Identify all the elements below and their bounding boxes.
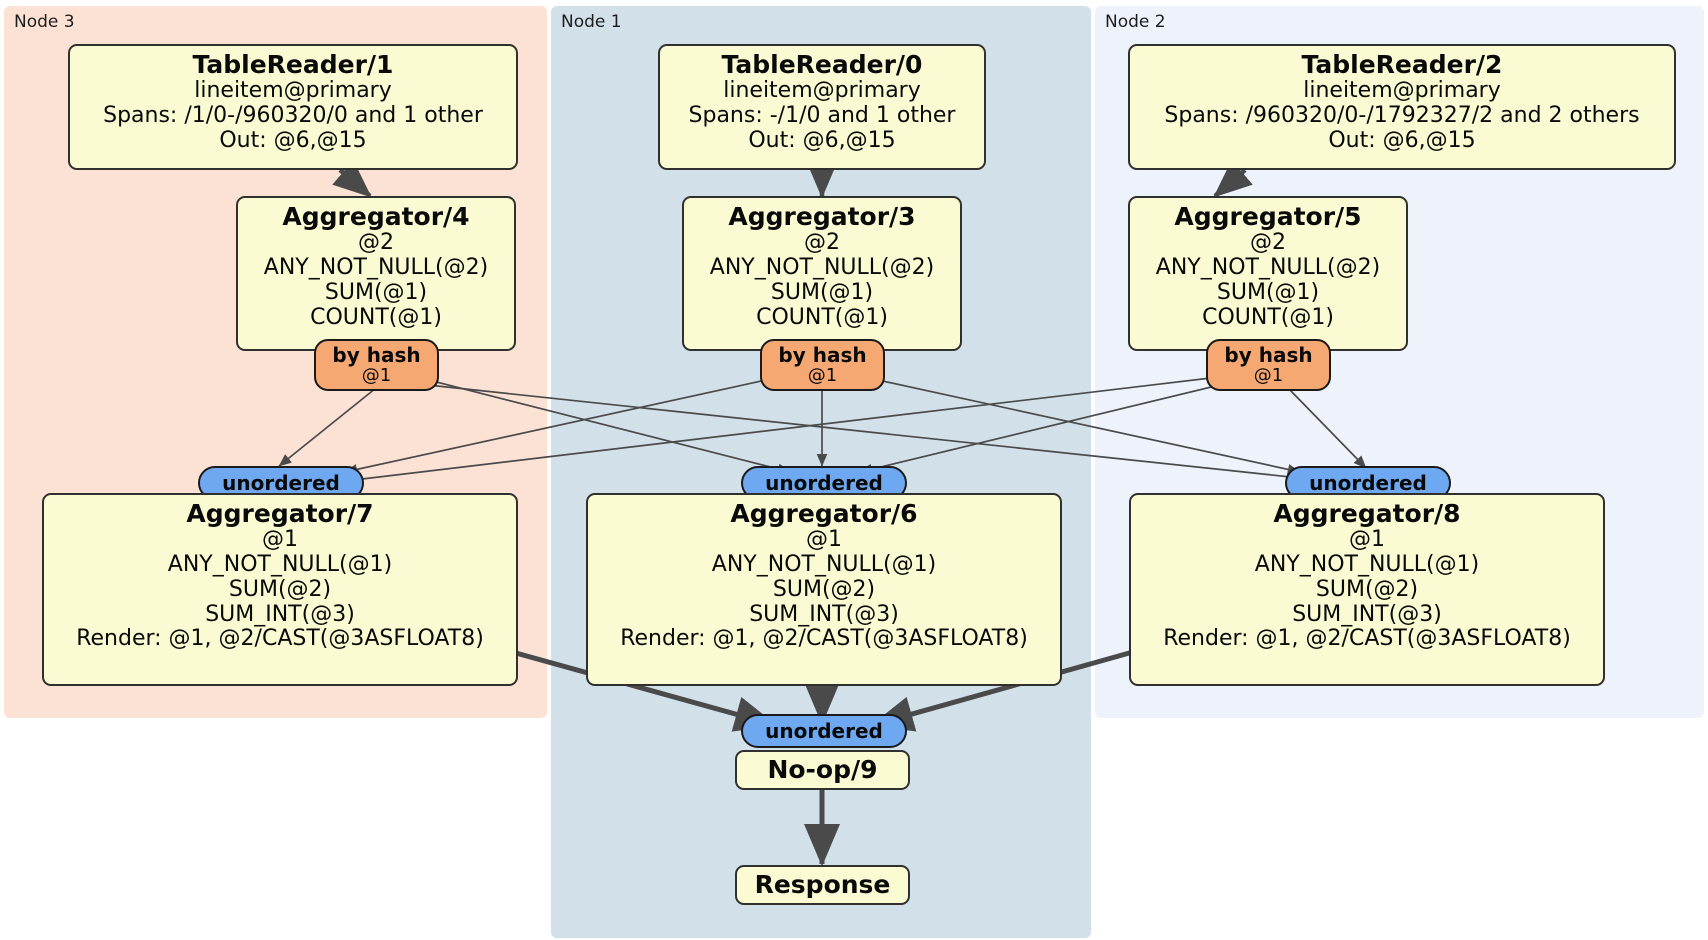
box-line: SUM(@2) [1315,576,1419,602]
box-title: Aggregator/7 [186,499,374,528]
box-line: SUM_INT(@3) [749,601,899,627]
router-label: by hash [332,342,421,367]
box-line: SUM_INT(@3) [1292,601,1442,627]
synchronizer-label: unordered [1309,471,1427,495]
synchronizer-label: unordered [765,471,883,495]
processor-aggregator-7[interactable]: Aggregator/7 @1 ANY_NOT_NULL(@1) SUM(@2)… [42,493,518,686]
router-column: @1 [807,364,838,386]
box-line: SUM(@1) [770,279,874,305]
box-line: ANY_NOT_NULL(@2) [709,254,935,280]
node-panel-label-node3: Node 3 [14,12,75,32]
processor-table-reader-1[interactable]: TableReader/1 lineitem@primary Spans: /1… [68,44,518,170]
box-line: @1 [1349,527,1385,552]
processor-aggregator-4[interactable]: Aggregator/4 @2 ANY_NOT_NULL(@2) SUM(@1)… [236,196,516,351]
box-line: lineitem@primary [1303,78,1501,103]
box-title: Aggregator/3 [728,202,916,231]
box-line: lineitem@primary [194,78,392,103]
box-line: Render: @1, @2/CAST(@3ASFLOAT8) [76,626,484,652]
processor-aggregator-5[interactable]: Aggregator/5 @2 ANY_NOT_NULL(@2) SUM(@1)… [1128,196,1408,351]
box-title: No-op/9 [767,755,878,784]
box-line: Spans: /1/0-/960320/0 and 1 other [103,102,483,128]
synchronizer-unordered-final[interactable]: unordered [741,714,907,748]
router-label: by hash [778,342,867,367]
processor-aggregator-6[interactable]: Aggregator/6 @1 ANY_NOT_NULL(@1) SUM(@2)… [586,493,1062,686]
processor-table-reader-0[interactable]: TableReader/0 lineitem@primary Spans: -/… [658,44,986,170]
router-by-hash-mid[interactable]: by hash @1 [760,339,885,391]
box-line: Out: @6,@15 [219,127,367,153]
processor-aggregator-8[interactable]: Aggregator/8 @1 ANY_NOT_NULL(@1) SUM(@2)… [1129,493,1605,686]
box-line: @1 [262,527,298,552]
box-line: lineitem@primary [723,78,921,103]
box-line: SUM(@1) [1216,279,1320,305]
box-title: Aggregator/5 [1174,202,1362,231]
box-title: Aggregator/8 [1273,499,1461,528]
synchronizer-label: unordered [765,719,883,743]
box-line: COUNT(@1) [1202,304,1334,330]
node-panel-label-node2: Node 2 [1105,12,1166,32]
router-by-hash-right[interactable]: by hash @1 [1206,339,1331,391]
box-line: @2 [358,230,394,255]
box-line: @1 [806,527,842,552]
processor-table-reader-2[interactable]: TableReader/2 lineitem@primary Spans: /9… [1128,44,1676,170]
router-by-hash-left[interactable]: by hash @1 [314,339,439,391]
box-line: COUNT(@1) [310,304,442,330]
box-line: ANY_NOT_NULL(@1) [1254,551,1480,577]
router-column: @1 [1253,364,1284,386]
box-line: COUNT(@1) [756,304,888,330]
box-line: SUM_INT(@3) [205,601,355,627]
box-line: Render: @1, @2/CAST(@3ASFLOAT8) [1163,626,1571,652]
box-line: Spans: /960320/0-/1792327/2 and 2 others [1164,102,1640,128]
box-line: SUM(@2) [772,576,876,602]
box-title: Aggregator/4 [282,202,470,231]
box-title: TableReader/0 [721,50,923,79]
box-line: ANY_NOT_NULL(@1) [711,551,937,577]
box-line: ANY_NOT_NULL(@2) [1155,254,1381,280]
synchronizer-label: unordered [222,471,340,495]
box-line: Render: @1, @2/CAST(@3ASFLOAT8) [620,626,1028,652]
node-panel-label-node1: Node 1 [561,12,622,32]
box-line: Out: @6,@15 [1328,127,1476,153]
box-line: @2 [804,230,840,255]
processor-noop-9[interactable]: No-op/9 [735,750,910,790]
processor-aggregator-3[interactable]: Aggregator/3 @2 ANY_NOT_NULL(@2) SUM(@1)… [682,196,962,351]
box-line: SUM(@1) [324,279,428,305]
box-title: TableReader/1 [192,50,394,79]
box-title: TableReader/2 [1301,50,1503,79]
box-line: Spans: -/1/0 and 1 other [688,102,956,128]
box-title: Response [754,870,891,899]
processor-response[interactable]: Response [735,865,910,905]
box-line: @2 [1250,230,1286,255]
router-label: by hash [1224,342,1313,367]
box-line: SUM(@2) [228,576,332,602]
box-line: ANY_NOT_NULL(@2) [263,254,489,280]
box-line: Out: @6,@15 [748,127,896,153]
router-column: @1 [361,364,392,386]
box-line: ANY_NOT_NULL(@1) [167,551,393,577]
box-title: Aggregator/6 [730,499,918,528]
